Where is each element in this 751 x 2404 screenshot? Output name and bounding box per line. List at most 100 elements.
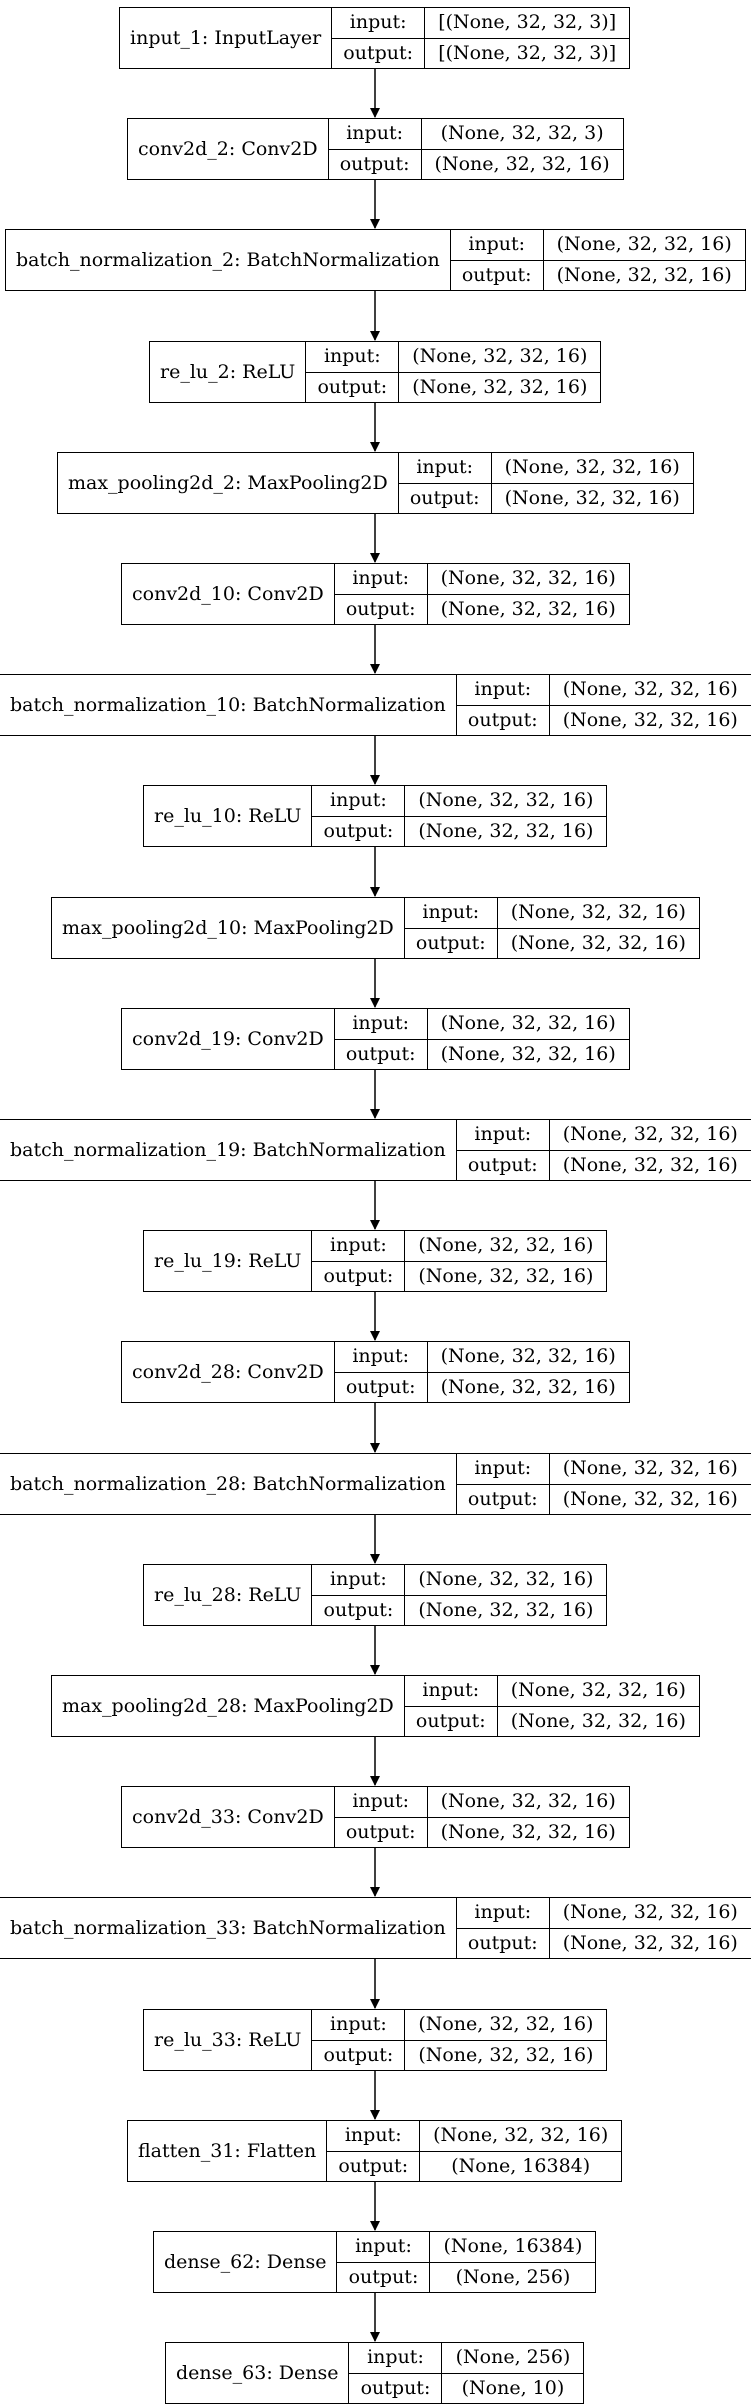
layer-name: flatten_31: Flatten — [128, 2121, 328, 2181]
input-label: input: — [334, 564, 427, 595]
input-shape: (None, 32, 32, 16) — [549, 675, 751, 706]
port-labels: input:output: — [404, 898, 498, 958]
port-values: (None, 32, 32, 16)(None, 32, 32, 16) — [427, 1342, 629, 1402]
input-shape: (None, 32, 32, 16) — [497, 898, 699, 929]
port-labels: input:output: — [334, 1342, 428, 1402]
layer-name: re_lu_10: ReLU — [144, 786, 313, 846]
port-labels: input:output: — [334, 1009, 428, 1069]
output-shape: (None, 32, 32, 16) — [562, 1931, 738, 1954]
output-shape: (None, 32, 32, 16) — [412, 375, 588, 398]
layer-name: re_lu_19: ReLU — [144, 1231, 313, 1291]
layer-name: batch_normalization_10: BatchNormalizati… — [0, 675, 457, 735]
input-label: input: — [404, 898, 497, 929]
input-label: input: — [312, 1565, 405, 1596]
layer-node: batch_normalization_19: BatchNormalizati… — [0, 1119, 751, 1181]
input-label: input: — [450, 230, 543, 261]
input-label: input: — [349, 2343, 442, 2374]
output-shape: (None, 32, 32, 16) — [440, 1042, 616, 1065]
layer-name: max_pooling2d_10: MaxPooling2D — [52, 898, 405, 958]
input-shape: (None, 32, 32, 16) — [549, 1898, 751, 1929]
output-label: output: — [323, 1264, 394, 1287]
input-shape: (None, 32, 32, 16) — [549, 1120, 751, 1151]
output-label: output: — [360, 2376, 431, 2399]
port-values: (None, 32, 32, 16)(None, 32, 32, 16) — [405, 786, 607, 846]
input-shape: [(None, 32, 32, 3)] — [425, 8, 630, 39]
output-label: output: — [348, 2265, 419, 2288]
port-values: (None, 32, 32, 16)(None, 32, 32, 16) — [427, 1009, 629, 1069]
port-values: (None, 32, 32, 16)(None, 32, 32, 16) — [549, 1898, 751, 1958]
output-shape: [(None, 32, 32, 3)] — [438, 41, 617, 64]
layer-name: dense_62: Dense — [154, 2232, 338, 2292]
output-label: output: — [461, 263, 532, 286]
output-shape: (None, 32, 32, 16) — [434, 152, 610, 175]
layer-name: batch_normalization_2: BatchNormalizatio… — [6, 230, 451, 290]
layer-name: conv2d_33: Conv2D — [122, 1787, 335, 1847]
input-shape: (None, 32, 32, 16) — [427, 564, 629, 595]
input-label: input: — [456, 1454, 549, 1485]
output-label: output: — [323, 1598, 394, 1621]
input-label: input: — [456, 675, 549, 706]
port-labels: input:output: — [456, 1120, 550, 1180]
output-shape: (None, 32, 32, 16) — [504, 486, 680, 509]
output-label: output: — [415, 1709, 486, 1732]
port-values: (None, 32, 32, 16)(None, 32, 32, 16) — [399, 342, 601, 402]
input-label: input: — [456, 1898, 549, 1929]
input-label: input: — [306, 342, 399, 373]
port-labels: input:output: — [312, 786, 406, 846]
port-labels: input:output: — [306, 342, 400, 402]
layer-name: max_pooling2d_28: MaxPooling2D — [52, 1676, 405, 1736]
port-labels: input:output: — [456, 675, 550, 735]
port-values: (None, 32, 32, 16)(None, 32, 32, 16) — [427, 564, 629, 624]
output-label: output: — [467, 708, 538, 731]
port-labels: input:output: — [398, 453, 492, 513]
output-shape: (None, 32, 32, 16) — [562, 1487, 738, 1510]
output-label: output: — [323, 2043, 394, 2066]
output-shape: (None, 32, 32, 16) — [510, 1709, 686, 1732]
input-shape: (None, 32, 32, 16) — [420, 2121, 622, 2152]
output-label: output: — [415, 931, 486, 954]
input-shape: (None, 32, 32, 16) — [427, 1787, 629, 1818]
output-label: output: — [323, 819, 394, 842]
output-label: output: — [345, 1042, 416, 1065]
output-shape: (None, 16384) — [451, 2154, 591, 2177]
layer-name: re_lu_33: ReLU — [144, 2010, 313, 2070]
output-shape: (None, 32, 32, 16) — [418, 1598, 594, 1621]
output-label: output: — [345, 1375, 416, 1398]
layer-name: conv2d_2: Conv2D — [128, 119, 329, 179]
output-shape: (None, 256) — [455, 2265, 571, 2288]
output-shape: (None, 32, 32, 16) — [418, 2043, 594, 2066]
output-shape: (None, 32, 32, 16) — [556, 263, 732, 286]
input-label: input: — [328, 119, 421, 150]
layer-node: batch_normalization_10: BatchNormalizati… — [0, 674, 751, 736]
input-label: input: — [312, 2010, 405, 2041]
input-label: input: — [312, 1231, 405, 1262]
port-labels: input:output: — [327, 2121, 421, 2181]
output-label: output: — [409, 486, 480, 509]
layer-name: batch_normalization_19: BatchNormalizati… — [0, 1120, 457, 1180]
layer-name: batch_normalization_28: BatchNormalizati… — [0, 1454, 457, 1514]
port-labels: input:output: — [312, 1565, 406, 1625]
output-label: output: — [467, 1487, 538, 1510]
output-shape: (None, 32, 32, 16) — [440, 1375, 616, 1398]
input-label: input: — [312, 786, 405, 817]
port-values: (None, 32, 32, 16)(None, 32, 32, 16) — [543, 230, 745, 290]
port-labels: input:output: — [349, 2343, 443, 2403]
output-shape: (None, 32, 32, 16) — [510, 931, 686, 954]
layer-name: input_1: InputLayer — [120, 8, 333, 68]
input-shape: (None, 16384) — [430, 2232, 596, 2263]
port-labels: input:output: — [404, 1676, 498, 1736]
output-shape: (None, 32, 32, 16) — [440, 1820, 616, 1843]
input-label: input: — [398, 453, 491, 484]
output-label: output: — [338, 2154, 409, 2177]
layer-name: max_pooling2d_2: MaxPooling2D — [58, 453, 399, 513]
input-shape: (None, 32, 32, 16) — [405, 1565, 607, 1596]
port-labels: input:output: — [312, 1231, 406, 1291]
